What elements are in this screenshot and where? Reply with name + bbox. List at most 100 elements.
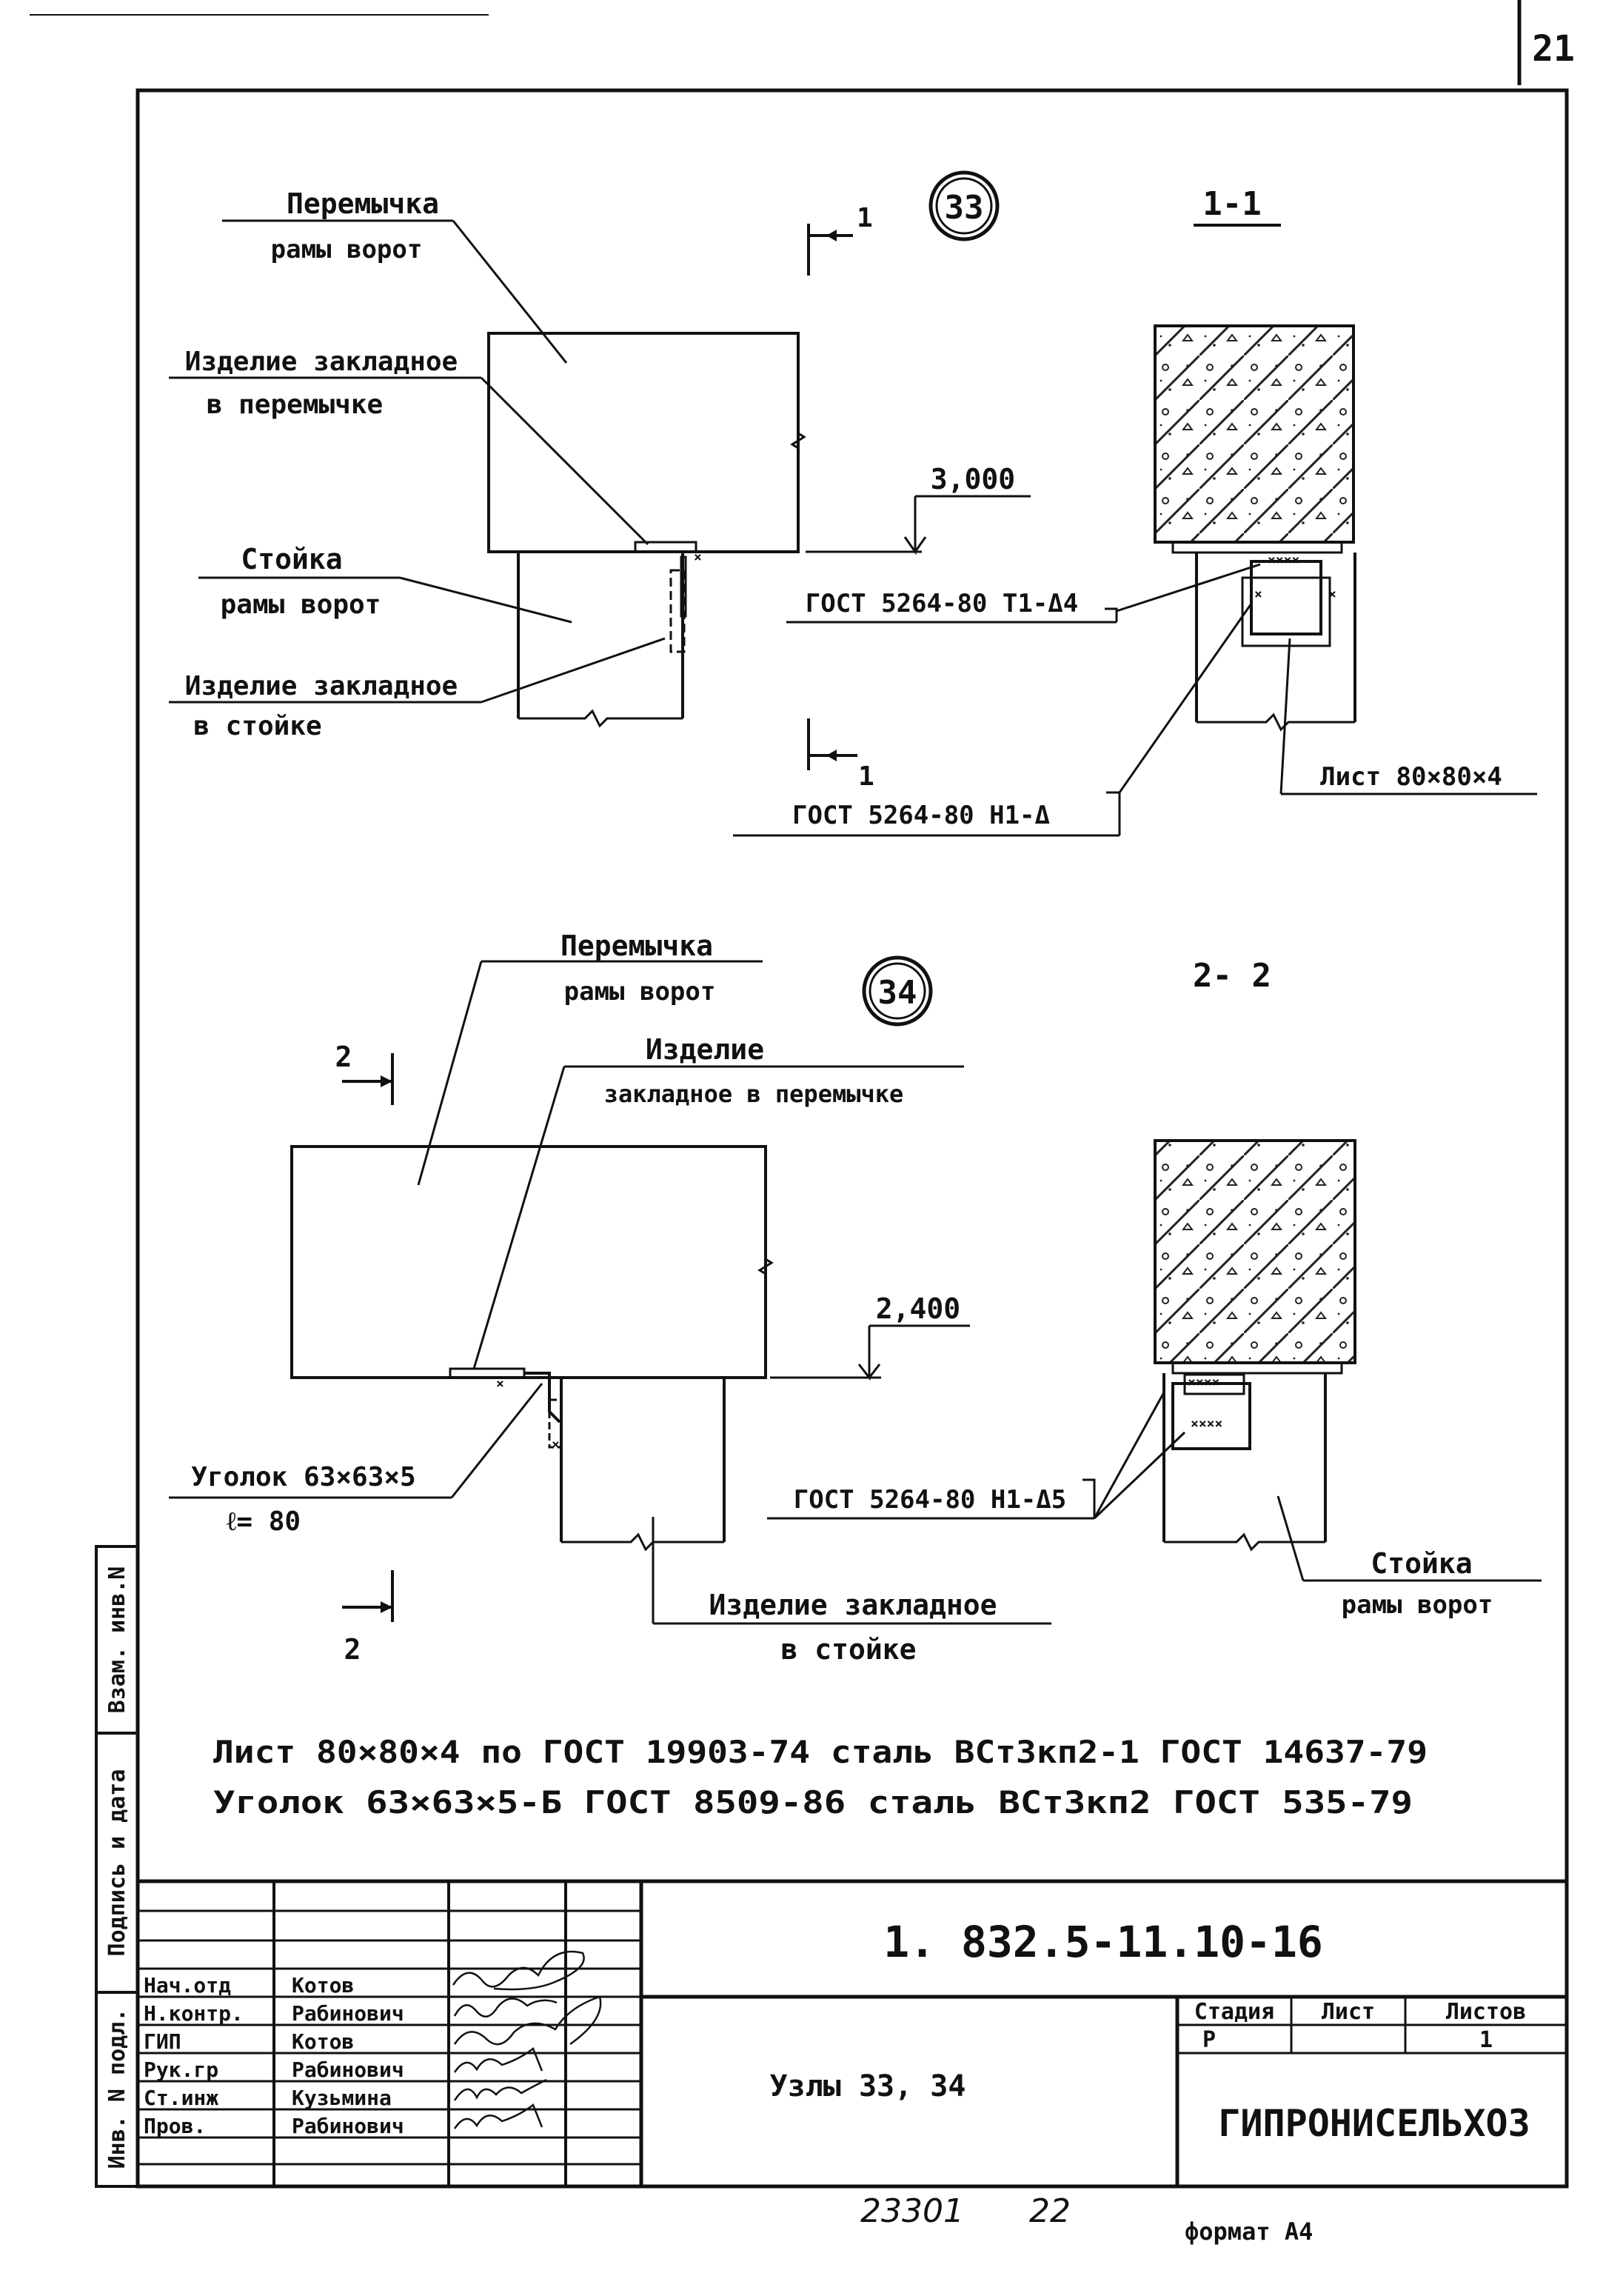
weld-marks: × — [1328, 587, 1336, 602]
sheets-value: 1 — [1479, 2027, 1493, 2053]
node-34: 34 × × Перемычка рамы ворот Изделие закл… — [169, 930, 1542, 1666]
elevation-marker — [903, 496, 927, 555]
node-33-post-label-1: Стойка — [241, 543, 342, 575]
name-2: Котов — [292, 2029, 354, 2054]
section-mark-2-top: 2 — [335, 1041, 352, 1073]
weld-mark: × — [552, 1437, 560, 1452]
side-stamp: Инв. N подл. Подпись и дата Взам. инв.N — [95, 1545, 139, 2188]
role-1: Н.контр. — [144, 2001, 244, 2026]
post-break — [561, 1532, 724, 1552]
title-block: 1. 832.5-11.10-16 Узлы 33, 34 ГИПРОНИСЕЛ… — [138, 1879, 1567, 2186]
node-33-circle — [928, 170, 1000, 241]
section-1-1-plate — [1241, 576, 1331, 647]
role-3: Рук.гр — [144, 2058, 218, 2082]
node-34-lintel-label-2: рамы ворот — [564, 977, 716, 1007]
section-mark-2-bottom: 2 — [344, 1633, 361, 1666]
section-2-2-post — [1162, 1373, 1327, 1542]
leader-line — [399, 576, 572, 624]
signature-stroke — [453, 2078, 547, 2101]
node-34-inner-circle — [869, 962, 926, 1020]
signature-stroke — [453, 1995, 602, 2046]
node-34-lintel — [290, 1145, 767, 1379]
side-stamp-signature-date: Подпись и дата — [104, 1769, 130, 1957]
signature-stroke — [453, 2046, 543, 2073]
node-33-embed-post-label-1: Изделие закладное — [185, 671, 458, 701]
side-stamp-inv-podl: Инв. N подл. — [104, 2009, 130, 2169]
node-34-angle — [524, 1372, 561, 1424]
plate-80x80x4 — [680, 555, 687, 618]
signature-stroke — [453, 2103, 543, 2129]
node-33-post-label-2: рамы ворот — [221, 590, 381, 620]
post-break — [1164, 1532, 1325, 1552]
footer-page: 22 — [1029, 2192, 1071, 2230]
weld-marks: ×××× — [1268, 553, 1299, 568]
leader-line — [1093, 1392, 1165, 1519]
node-33-embed-lintel-label-2: в перемычке — [207, 390, 383, 420]
leader-line — [480, 376, 649, 546]
weld-flag — [1082, 1478, 1096, 1518]
name-5: Рабинович — [292, 2114, 404, 2138]
post-break — [1197, 713, 1355, 732]
role-4: Ст.инж — [144, 2086, 218, 2110]
section-1-1-post — [1195, 553, 1356, 722]
node-34-angle-label-2: ℓ= 80 — [227, 1506, 301, 1537]
role-0: Нач.отд — [144, 1973, 231, 1998]
weld-mark: × — [496, 1376, 504, 1392]
leader-line — [481, 637, 666, 704]
node-34-post-label-2: рамы ворот — [1342, 1590, 1493, 1620]
weld-flag — [1106, 791, 1121, 835]
section-1-1-concrete-lintel — [1154, 324, 1355, 544]
post-break — [518, 709, 683, 728]
node-34-circle — [862, 955, 933, 1027]
node-34-post-label-1: Стойка — [1371, 1547, 1472, 1580]
node-34-number: 34 — [878, 974, 917, 1012]
node-33-lintel — [487, 332, 800, 553]
note-2: Уголок 63×63×5-Б ГОСТ 8509-86 сталь ВСт3… — [213, 1784, 1413, 1821]
section-1-1-angle — [1250, 560, 1322, 635]
format-label: формат А4 — [1185, 2217, 1313, 2246]
section-arrow-1-bottom — [807, 718, 857, 770]
stage-value: Р — [1202, 2027, 1216, 2053]
role-5: Пров. — [144, 2114, 206, 2138]
weld-label-t1: ГОСТ 5264-80 Т1-Δ4 — [806, 589, 1078, 618]
role-2: ГИП — [144, 2029, 181, 2054]
break-mark — [790, 432, 806, 450]
leader-line — [452, 220, 568, 364]
node-33-number: 33 — [945, 189, 984, 227]
doc-title: Узлы 33, 34 — [770, 2069, 966, 2103]
section-arrow-2-bottom — [342, 1570, 394, 1622]
weld-label-h1-d5: ГОСТ 5264-80 Н1-Δ5 — [794, 1485, 1066, 1515]
weld-marks: × — [1254, 587, 1262, 602]
node-34-embed-post-label-2: в стойке — [780, 1633, 916, 1666]
note-1: Лист 80×80×4 по ГОСТ 19903-74 сталь ВСт3… — [213, 1734, 1428, 1770]
arrow-head — [381, 1601, 392, 1613]
leader-line — [1279, 638, 1291, 795]
weld-marks: ×××× — [1188, 1375, 1219, 1390]
section-arrow-1-top — [807, 224, 853, 276]
section-1-1-title: 1-1 — [1202, 185, 1261, 223]
stage-header: Стадия — [1194, 1999, 1274, 2025]
section-2-2-concrete-lintel — [1154, 1139, 1356, 1364]
organization: ГИПРОНИСЕЛЬХОЗ — [1218, 2102, 1530, 2145]
section-1-1-embed-plate — [1171, 541, 1343, 554]
leader-line — [472, 1066, 566, 1369]
break-mark — [757, 1258, 774, 1275]
node-33-lintel-label-1: Перемычка — [287, 187, 439, 220]
signature-stroke — [452, 1950, 585, 1991]
name-4: Кузьмина — [292, 2086, 392, 2110]
node-33-inner-circle — [935, 177, 993, 235]
elevation-marker — [857, 1326, 881, 1381]
page-number: 21 — [1532, 28, 1575, 70]
leader-line — [1116, 563, 1261, 613]
sheet-frame — [135, 88, 1569, 2189]
node-34-angle-label-1: Уголок 63×63×5 — [191, 1462, 415, 1492]
name-1: Рабинович — [292, 2001, 404, 2026]
leader-line — [1093, 1431, 1186, 1520]
node-33-embed-plate-post — [669, 569, 686, 653]
elevation-3000: 3,000 — [931, 463, 1015, 495]
leader-line — [417, 961, 483, 1186]
arrow-head — [381, 1075, 392, 1087]
doc-code: 1. 832.5-11.10-16 — [883, 1917, 1323, 1967]
name-3: Рабинович — [292, 2058, 404, 2082]
